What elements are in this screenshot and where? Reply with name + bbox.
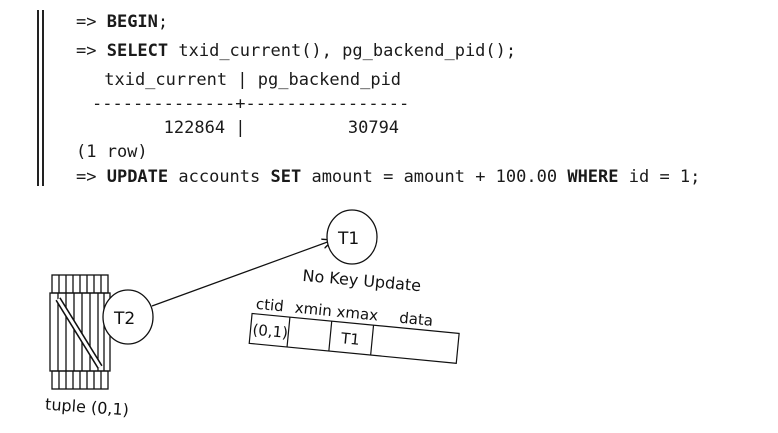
header-xmin: xmin (294, 299, 333, 320)
tuple-row-box (248, 312, 460, 364)
result-row: 122864 | 30794 (92, 118, 400, 138)
margin-bar-right (42, 10, 44, 186)
code-line-select: => SELECT txid_current(), pg_backend_pid… (76, 41, 517, 61)
transaction-t2-label: T2 (113, 309, 135, 329)
header-ctid: ctid (255, 295, 284, 316)
result-separator: --------------+---------------- (92, 94, 410, 114)
transaction-t2-circle (102, 289, 154, 345)
cell-ctid: (0,1) (252, 321, 289, 342)
transaction-t1-circle (326, 209, 378, 265)
cell-xmax: T1 (339, 329, 360, 349)
row-count: (1 row) (76, 142, 148, 162)
margin-bar-left (37, 10, 39, 186)
wait-arrow (151, 240, 333, 307)
tuple-door-icon (49, 274, 111, 390)
tuple-label: tuple (0,1) (45, 395, 130, 420)
result-header: txid_current | pg_backend_pid (94, 70, 402, 90)
header-xmax: xmax (336, 303, 379, 325)
code-line-begin: => BEGIN; (76, 12, 169, 32)
code-line-update: => UPDATE accounts SET amount = amount +… (76, 167, 701, 187)
header-data: data (399, 309, 434, 330)
tuple-table: ctid xmin xmax data (0,1) T1 (248, 295, 460, 364)
transaction-t1-label: T1 (337, 229, 359, 249)
lock-mode-label: No Key Update (302, 266, 422, 295)
